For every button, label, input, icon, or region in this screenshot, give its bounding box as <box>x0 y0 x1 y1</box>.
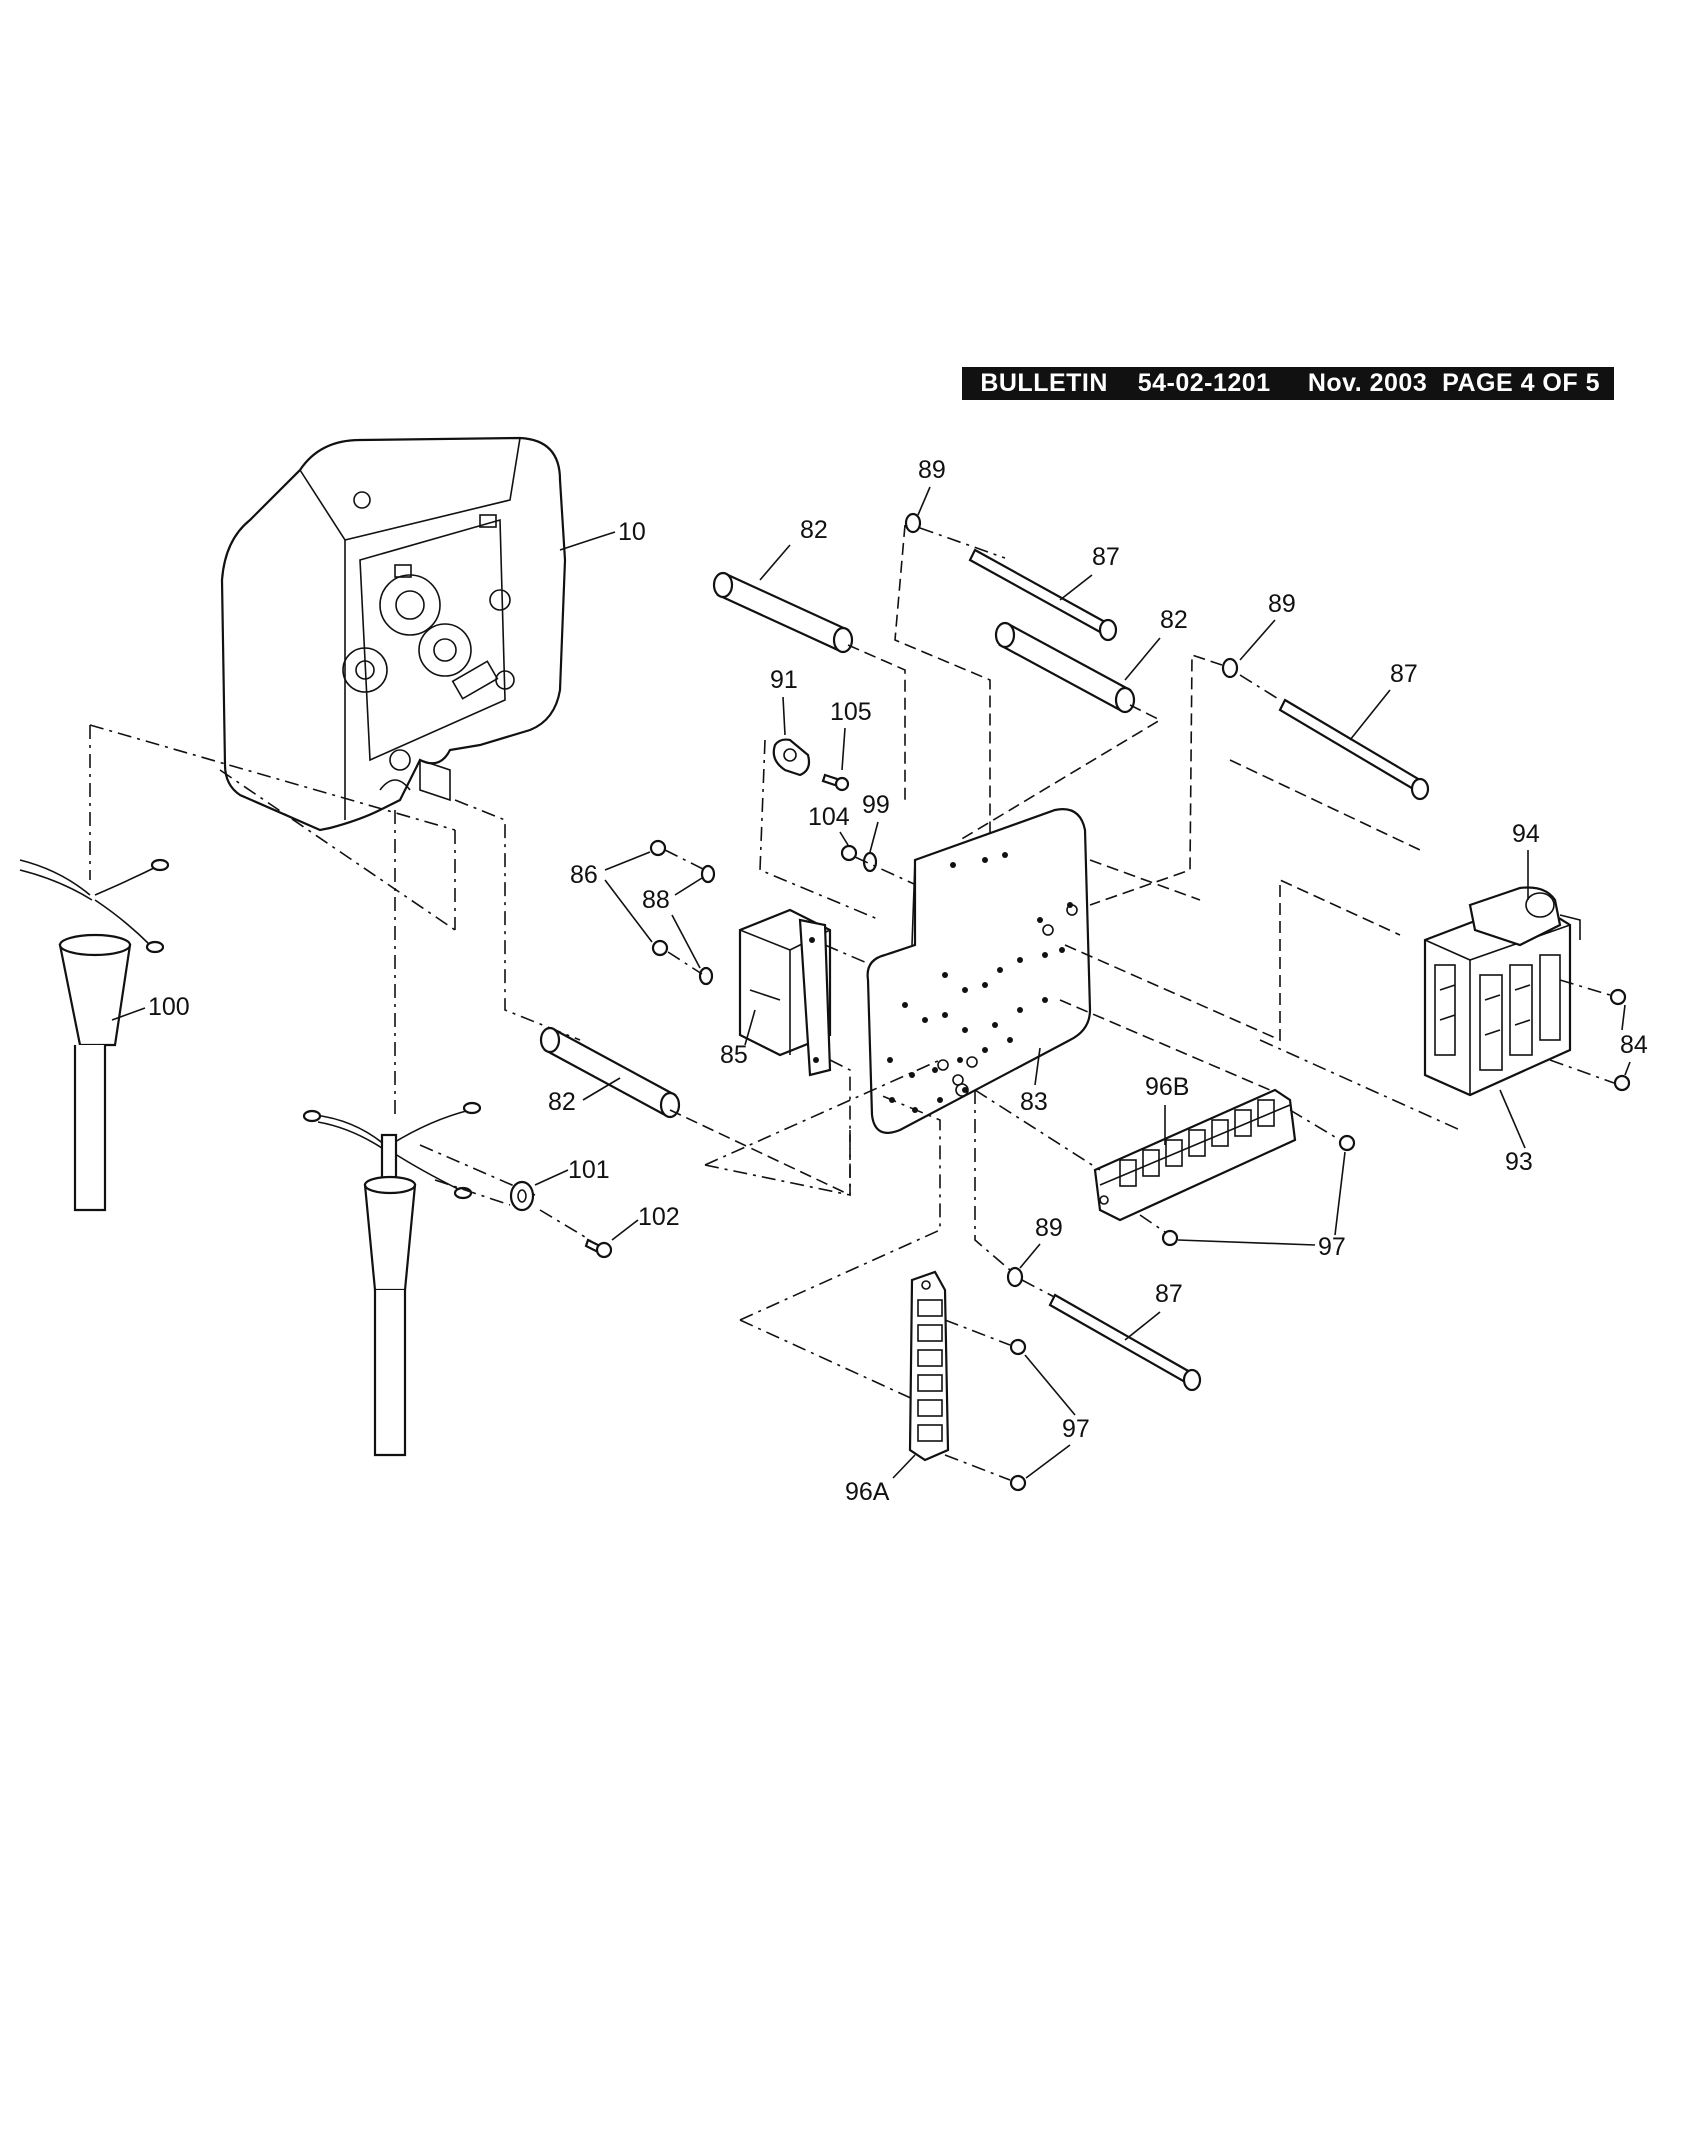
callout-10: 10 <box>618 518 646 546</box>
washer-part-89-mid <box>1221 657 1239 679</box>
rod-part-87-mid <box>1278 698 1430 801</box>
callout-82-top: 82 <box>800 516 828 544</box>
washer-part-99 <box>862 851 878 873</box>
bulletin-header-bar: BULLETIN 54-02-1201 Nov. 2003 PAGE 4 OF … <box>962 367 1614 400</box>
callout-89-mid: 89 <box>1268 590 1296 618</box>
callout-82-bottom: 82 <box>548 1088 576 1116</box>
cord-grommet-part-100 <box>19 858 170 1212</box>
callout-87-bottom: 87 <box>1155 1280 1183 1308</box>
callout-99: 99 <box>862 791 890 819</box>
screw-part-105 <box>821 773 850 792</box>
callout-93: 93 <box>1505 1148 1533 1176</box>
washer-part-88-top <box>700 864 716 884</box>
callout-97-right: 97 <box>1318 1233 1346 1261</box>
bulletin-number: 54-02-1201 <box>1137 369 1271 397</box>
callout-86: 86 <box>570 861 598 889</box>
standoff-part-82-bottom <box>539 1026 681 1119</box>
screw-part-84-top <box>1609 988 1627 1006</box>
page-number: PAGE 4 OF 5 <box>1442 369 1600 397</box>
washer-part-89-bottom <box>1006 1266 1024 1288</box>
screw-part-97-left <box>1161 1229 1179 1247</box>
standoff-part-82-mid <box>994 621 1136 714</box>
callout-100: 100 <box>148 993 190 1021</box>
standoff-part-82-top <box>712 571 854 654</box>
rod-part-87-bottom <box>1048 1293 1202 1392</box>
cord-grommet-middle <box>302 1101 482 1457</box>
callout-91: 91 <box>770 666 798 694</box>
callout-85: 85 <box>720 1041 748 1069</box>
mounting-plate-part-83 <box>866 808 1092 1134</box>
terminal-strip-part-96b <box>1093 1088 1297 1222</box>
screw-part-97-lower <box>1009 1474 1027 1492</box>
screw-part-86-top <box>649 839 667 857</box>
callout-82-mid: 82 <box>1160 606 1188 634</box>
callout-105: 105 <box>830 698 872 726</box>
washer-part-88-bottom <box>698 966 714 986</box>
screw-part-97-upper <box>1009 1338 1027 1356</box>
screw-part-102 <box>584 1238 613 1259</box>
screw-part-84-bottom <box>1613 1074 1631 1092</box>
callout-83: 83 <box>1020 1088 1048 1116</box>
bulletin-label: BULLETIN <box>980 369 1108 397</box>
transformer-part-85 <box>738 908 832 1077</box>
callout-88: 88 <box>642 886 670 914</box>
callout-96b: 96B <box>1145 1073 1189 1101</box>
callout-87-mid: 87 <box>1390 660 1418 688</box>
callout-87-top: 87 <box>1092 543 1120 571</box>
bulletin-date: Nov. 2003 <box>1307 369 1428 397</box>
contactor-part-93 <box>1423 898 1572 1097</box>
screw-part-97-right <box>1338 1134 1356 1152</box>
callout-94: 94 <box>1512 820 1540 848</box>
callout-89-bottom: 89 <box>1035 1214 1063 1242</box>
clamp-part-91 <box>772 738 811 777</box>
callout-97-lower: 97 <box>1062 1415 1090 1443</box>
callout-102: 102 <box>638 1203 680 1231</box>
callout-84: 84 <box>1620 1031 1648 1059</box>
callout-104: 104 <box>808 803 850 831</box>
washer-part-101 <box>509 1180 535 1212</box>
screw-part-86-bottom <box>651 939 669 957</box>
rod-part-87-top <box>968 548 1118 642</box>
callout-96a: 96A <box>845 1478 890 1506</box>
nut-part-104 <box>840 844 858 862</box>
callout-101: 101 <box>568 1156 610 1184</box>
washer-part-89-top <box>904 512 922 534</box>
housing-part-10 <box>220 436 567 832</box>
callout-89-top: 89 <box>918 456 946 484</box>
coil-part-94 <box>1468 886 1581 947</box>
terminal-strip-part-96a <box>908 1270 950 1462</box>
